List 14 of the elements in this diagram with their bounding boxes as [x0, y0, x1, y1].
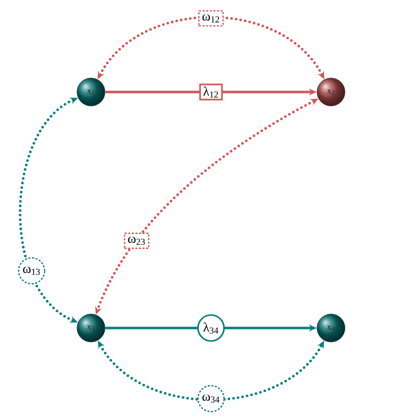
edge-label: ω$_{34}$ — [197, 384, 225, 412]
dotted-arrow — [18, 98, 78, 323]
node-label: x$_{2}$ — [327, 89, 334, 95]
dotted-arrow — [95, 98, 318, 315]
edge-label: λ$_{12}$ — [199, 84, 223, 100]
dotted-arrow — [98, 340, 324, 402]
edge-label: ω$_{23}$ — [124, 232, 150, 249]
edge-label: λ$_{34}$ — [197, 314, 225, 342]
edge-label: ω$_{12}$ — [198, 10, 224, 26]
arrow — [105, 88, 317, 96]
edge-label: ω$_{13}$ — [18, 257, 46, 284]
node-label: x$_{3}$ — [87, 325, 94, 331]
dotted-arrow — [98, 16, 324, 80]
node-label: x$_{4}$ — [327, 325, 334, 331]
